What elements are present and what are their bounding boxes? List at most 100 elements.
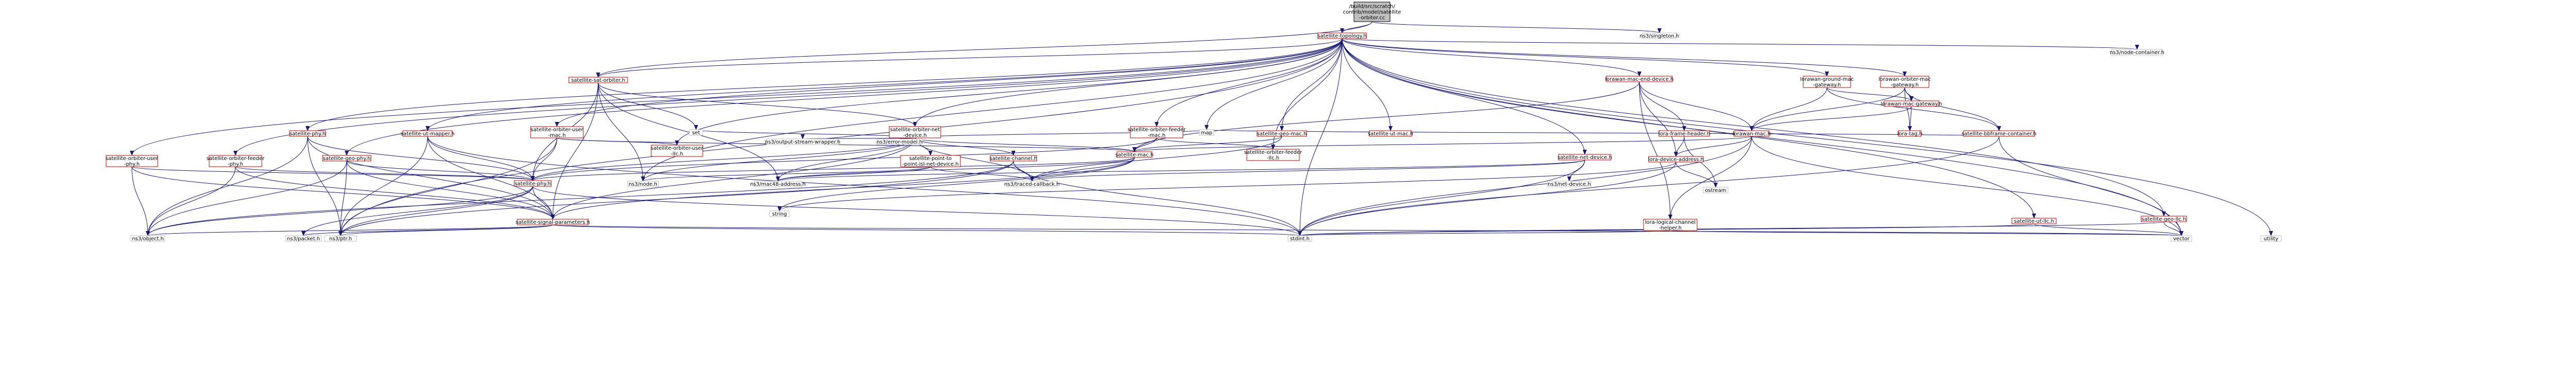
edge-topology-to-ut_mapper	[426, 38, 1343, 131]
node-ut-mapper[interactable]: satellite-ut-mapper.h	[401, 130, 455, 137]
node-box	[766, 138, 839, 145]
node-lora-tag[interactable]: lora-tag.h	[1897, 130, 1923, 137]
node-box	[322, 155, 371, 162]
node-phy-h[interactable]: satellite-phy.h	[289, 130, 326, 137]
edge-net_device-to-ns3_net_device	[1567, 160, 1585, 182]
node-label: -gateway.h	[1813, 82, 1841, 88]
node-orbiter-feeder-llc[interactable]: satellite-orbiter-feeder-llc.h	[1244, 149, 1302, 161]
node-sat-channel[interactable]: satellite-channel.h	[990, 155, 1038, 162]
node-orbiter-feeder-phy[interactable]: satellite-orbiter-feeder-phy.h	[207, 155, 265, 167]
node-net-device[interactable]: satellite-net-device.h	[1557, 154, 1612, 161]
node-box	[1317, 32, 1367, 39]
edge-topology-to-phy_h	[306, 38, 1343, 131]
node-point-to-point[interactable]: satellite-point-to-point-isl-net-device.…	[900, 155, 961, 167]
node-box	[530, 126, 584, 138]
edge-geo_llc-to-vector	[2163, 221, 2183, 236]
node-label: ns3/mac48-address.h	[750, 182, 806, 187]
edge-topology-to-lorawan_mac_end	[1342, 38, 1641, 77]
node-lorawan-orbiter[interactable]: lorawan-orbiter-mac-gateway.h	[1878, 76, 1931, 88]
node-box	[651, 145, 703, 157]
node-sat-orbiter[interactable]: satellite-sat-orbiter.h	[568, 77, 628, 83]
node-box	[1642, 32, 1677, 39]
node-geo-mac[interactable]: satellite-geo-mac.h	[1257, 130, 1307, 137]
edge-ut_mapper-to-stdint	[427, 136, 1302, 236]
node-box	[514, 180, 552, 187]
edge-geo_phy-to-phy	[346, 161, 535, 181]
node-lorawan-mac-end[interactable]: lorawan-mac-end-device.h	[1605, 76, 1674, 82]
node-box	[568, 77, 628, 83]
node-label: vector	[2173, 236, 2190, 242]
edge-signal_params-to-ns3_ptr	[338, 224, 553, 236]
node-label: -llc.h	[671, 151, 683, 157]
node-lora-logical[interactable]: lora-logical-channel-helper.h	[1643, 219, 1698, 231]
node-geo-phy[interactable]: satellite-geo-phy.h	[322, 155, 371, 162]
node-box	[517, 219, 589, 225]
node-utility: utility	[2260, 235, 2282, 242]
edge-lorawan_mac_end-to-mac_h	[1132, 81, 1640, 152]
node-box	[1006, 181, 1058, 187]
node-lora-frame-header[interactable]: lora-frame-header.h	[1658, 130, 1710, 137]
node-box	[1963, 130, 2035, 137]
node-box	[1884, 100, 1939, 107]
node-box	[2260, 235, 2282, 242]
node-orbiter-net-device[interactable]: satellite-orbiter-net-device.h	[889, 126, 941, 138]
node-label: ostream	[1705, 188, 1726, 193]
node-label: lorawan-orbiter-mac	[1878, 77, 1930, 82]
edge-orbiter_feeder_mac-to-phy	[531, 137, 1157, 181]
edge-bbframe_container-to-map	[1206, 129, 1999, 137]
edge-topology-to-lorawan_orbiter	[1342, 38, 1907, 77]
edge-phy_h-to-phy	[307, 136, 535, 181]
node-label: -phy.h	[228, 162, 243, 167]
node-label: lora-frame-header.h	[1658, 131, 1710, 137]
edge-geo_mac-to-mac_h	[1132, 136, 1282, 152]
node-mac-h[interactable]: satellite-mac.h	[1115, 151, 1154, 158]
node-geo-llc[interactable]: satellite-geo-llc.h	[2141, 216, 2187, 222]
edge-lorawan_ground-to-bbframe_container	[1826, 87, 2001, 131]
node-label: set	[692, 130, 700, 136]
node-ns3-mac48: ns3/mac48-address.h	[750, 181, 806, 187]
node-bbframe-container[interactable]: satellite-bbframe-container.h	[1961, 130, 2037, 137]
node-label: lora-device-address.h	[1648, 157, 1704, 163]
node-label: satellite-ut-llc.h	[2014, 219, 2054, 224]
node-orbiter-user-phy[interactable]: satellite-orbiter-user-phy.h	[106, 155, 159, 167]
edge-orbiter_user_mac-to-mac_h	[556, 137, 1137, 152]
node-root[interactable]: /build/src/scratch/contrib/model/satelli…	[1343, 2, 1401, 22]
edge-root-to-topology	[1340, 21, 1372, 33]
edge-mac_h-to-string	[777, 157, 1135, 211]
node-lorawan-mac[interactable]: lorawan-mac.h	[1733, 130, 1771, 137]
node-box	[900, 155, 961, 167]
node-box	[1643, 219, 1698, 231]
node-string: string	[769, 210, 790, 217]
node-box	[1558, 154, 1612, 161]
node-lorawan-ground[interactable]: lorawan-ground-mac-gateway.h	[1800, 76, 1854, 88]
node-box	[130, 235, 165, 242]
node-ut-llc[interactable]: satellite-ut-llc.h	[2011, 218, 2057, 224]
node-orbiter-feeder-mac[interactable]: satellite-orbiter-feeder-mac.h	[1128, 126, 1186, 138]
node-label: satellite-net-device.h	[1557, 155, 1612, 161]
node-orbiter-user-mac[interactable]: satellite-orbiter-user-mac.h	[530, 126, 584, 138]
node-label: -device.h	[903, 133, 927, 138]
node-phy[interactable]: satellite-phy.h	[514, 180, 552, 187]
node-label: satellite-channel.h	[990, 156, 1038, 162]
edge-ut_mapper-to-phy	[427, 136, 535, 181]
node-orbiter-user-llc[interactable]: satellite-orbiter-user-llc.h	[651, 145, 704, 157]
node-ut-mac[interactable]: satellite-ut-mac.h	[1368, 130, 1413, 137]
edge-orbiter_user_phy-to-ns3_object	[131, 166, 150, 236]
node-label: satellite-bbframe-container.h	[1961, 131, 2036, 137]
node-label: -helper.h	[1659, 225, 1682, 231]
node-topology[interactable]: satellite-topology.h	[1317, 32, 1367, 39]
node-signal-params[interactable]: satellite-signal-parameters.h	[516, 219, 590, 225]
edge-ut_mapper-to-signal_params	[427, 136, 555, 220]
node-box	[1130, 126, 1183, 138]
node-box	[285, 235, 322, 242]
node-box	[1703, 187, 1728, 193]
node-ns3-packet: ns3/packet.h	[285, 235, 322, 242]
node-label: -mac.h	[1148, 133, 1166, 138]
node-box	[289, 130, 326, 137]
edge-phy-to-ns3_object	[146, 186, 533, 236]
node-label: lorawan-mac-gateway.h	[1880, 101, 1942, 107]
node-box	[2141, 216, 2187, 222]
node-lora-device-address[interactable]: lora-device-address.h	[1648, 156, 1704, 163]
node-lorawan-mac-gw[interactable]: lorawan-mac-gateway.h	[1880, 100, 1942, 107]
node-label: ns3/node-container.h	[2110, 50, 2164, 56]
